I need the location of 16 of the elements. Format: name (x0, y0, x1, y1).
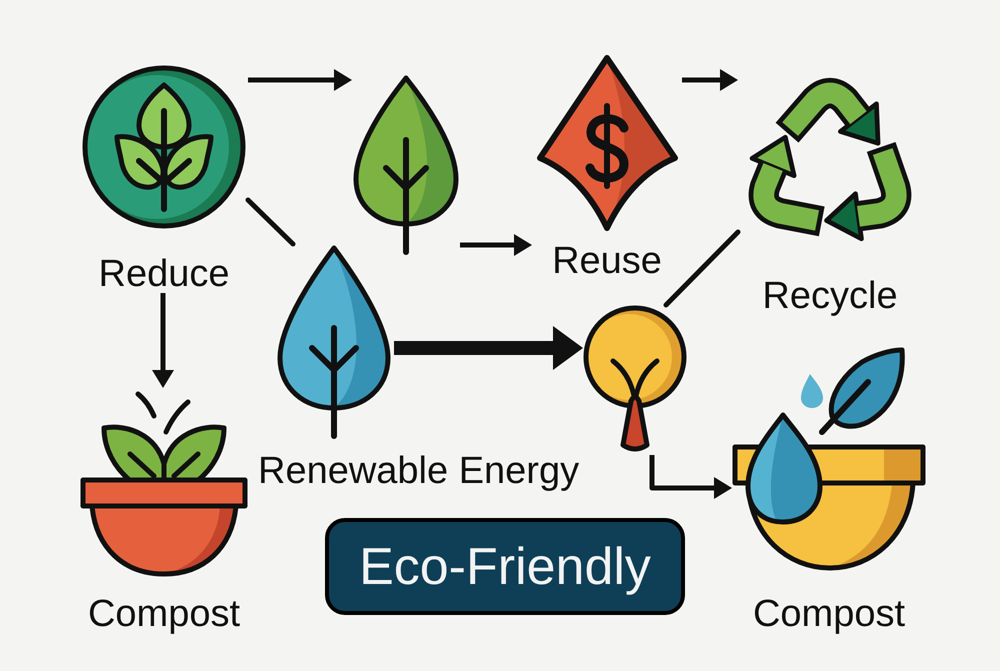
connector-line (246, 198, 296, 246)
caption-text: Reduce (98, 255, 230, 293)
arrow (152, 293, 174, 388)
thick-arrow (394, 326, 583, 370)
caption-text: Renewable Energy (258, 452, 580, 490)
caption-text: Recycle (762, 277, 898, 315)
banner-text: Eco-Friendly (359, 540, 651, 592)
arrow (460, 234, 532, 256)
arrow (248, 69, 352, 91)
arrow (650, 455, 732, 499)
title-banner (325, 518, 685, 615)
caption-text: Compost (752, 595, 906, 633)
arrow (682, 69, 738, 91)
connector-line (664, 230, 740, 308)
caption-text: Compost (88, 595, 240, 633)
caption-text: Reuse (552, 242, 662, 280)
